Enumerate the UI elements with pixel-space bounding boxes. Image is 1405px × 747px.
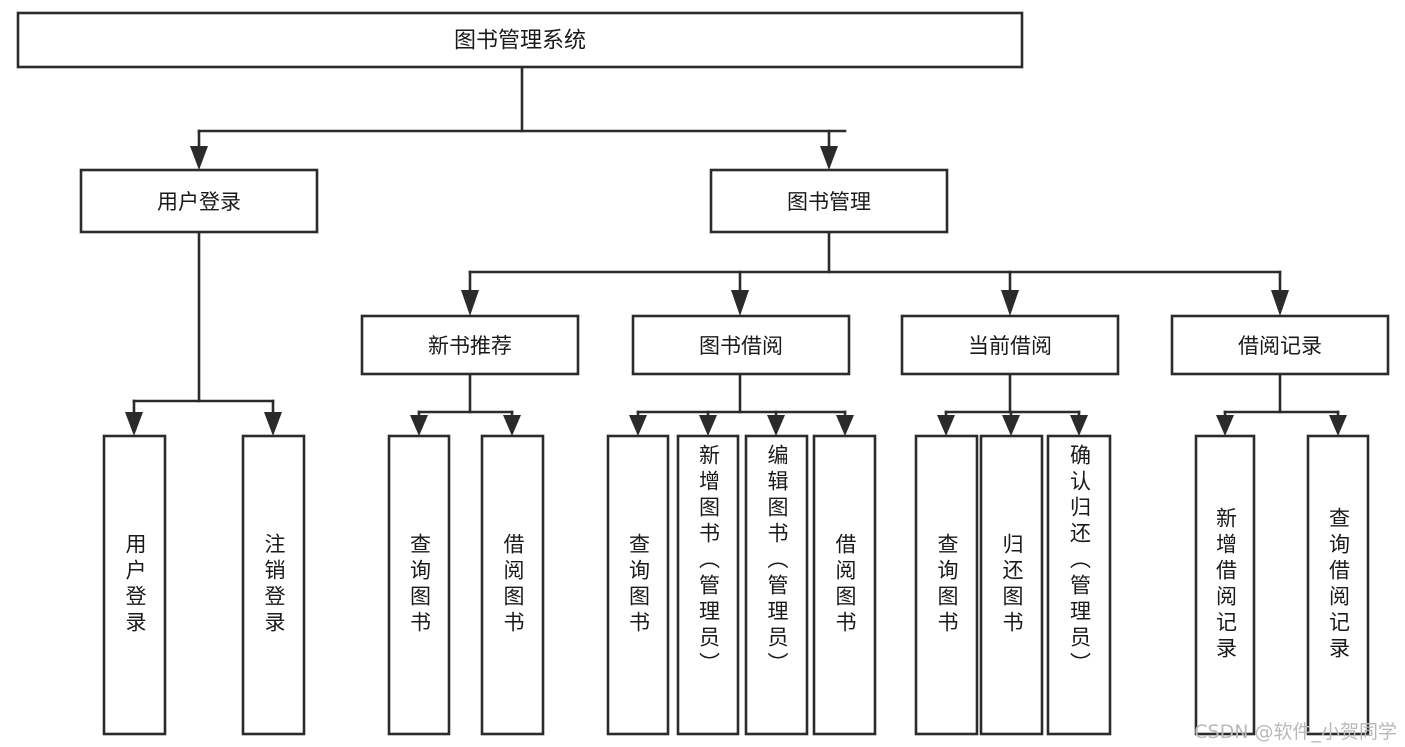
leaf-box-borrow-book-a[interactable] [480, 434, 545, 736]
leaf-box-query-book-b[interactable] [606, 434, 670, 736]
node-book-borrow-box[interactable] [631, 314, 851, 376]
arrow-to-new-book [461, 290, 479, 316]
arrow-to-leaf-logout [264, 412, 282, 436]
arrow-to-leaf-query-record [1329, 415, 1347, 436]
node-new-book-recommend-box[interactable] [360, 314, 580, 376]
leaf-box-logout[interactable] [241, 434, 306, 736]
arrow-to-leaf-return-book [1002, 415, 1020, 436]
arrow-to-leaf-query-book-b [629, 415, 647, 436]
node-borrow-record-box[interactable] [1170, 314, 1390, 376]
node-current-borrow-label: 当前借阅 [968, 334, 1052, 358]
arrow-to-leaf-query-book-a [410, 415, 428, 436]
node-book-management-box[interactable] [709, 168, 949, 234]
leaf-box-query-book-a[interactable] [387, 434, 451, 736]
node-root-box[interactable] [16, 11, 1024, 69]
arrow-to-leaf-borrow-book-a [503, 415, 521, 436]
arrow-to-leaf-edit-book [767, 415, 785, 436]
leaf-box-query-record[interactable] [1306, 434, 1370, 736]
node-root-label: 图书管理系统 [454, 29, 586, 54]
leaf-box-add-book[interactable] [676, 434, 740, 736]
leaf-box-add-record[interactable] [1194, 434, 1256, 736]
node-user-login-label: 用户登录 [157, 190, 241, 214]
node-book-management-label: 图书管理 [787, 190, 871, 214]
leaf-box-confirm-return[interactable] [1046, 434, 1112, 736]
leaf-box-query-book-c[interactable] [914, 434, 979, 736]
arrow-to-leaf-query-book-c [937, 415, 955, 436]
connector-layer [125, 65, 1347, 436]
node-book-borrow[interactable]: 图书借阅 [631, 314, 851, 376]
node-book-borrow-label: 图书借阅 [699, 334, 783, 358]
leaf-box-edit-book[interactable] [744, 434, 809, 736]
leaf-box-layer [102, 434, 1370, 736]
arrow-to-leaf-add-record [1216, 415, 1234, 436]
arrow-to-book-mgmt [820, 146, 838, 170]
node-new-book-recommend-label: 新书推荐 [428, 334, 512, 358]
node-user-login[interactable]: 用户登录 [79, 168, 319, 234]
leaf-box-user-login[interactable] [102, 434, 167, 736]
arrow-to-leaf-add-book [699, 415, 717, 436]
arrow-to-borrow-book [731, 290, 749, 316]
arrow-to-leaf-confirm-return [1070, 415, 1088, 436]
node-new-book-recommend[interactable]: 新书推荐 [360, 314, 580, 376]
arrow-to-user-login [190, 146, 208, 170]
node-user-login-box[interactable] [79, 168, 319, 234]
leaf-box-return-book[interactable] [979, 434, 1044, 736]
arrow-to-leaf-user-login [125, 412, 143, 436]
node-borrow-record-label: 借阅记录 [1238, 334, 1322, 358]
node-root[interactable]: 图书管理系统 [16, 11, 1024, 69]
node-current-borrow-box[interactable] [900, 314, 1120, 376]
arrow-to-current-borrow [1001, 290, 1019, 316]
node-current-borrow[interactable]: 当前借阅 [900, 314, 1120, 376]
arrow-to-leaf-borrow-book-b [836, 415, 854, 436]
leaf-box-borrow-book-b[interactable] [812, 434, 877, 736]
node-book-management[interactable]: 图书管理 [709, 168, 949, 234]
node-borrow-record[interactable]: 借阅记录 [1170, 314, 1390, 376]
arrow-to-borrow-record [1271, 290, 1289, 316]
